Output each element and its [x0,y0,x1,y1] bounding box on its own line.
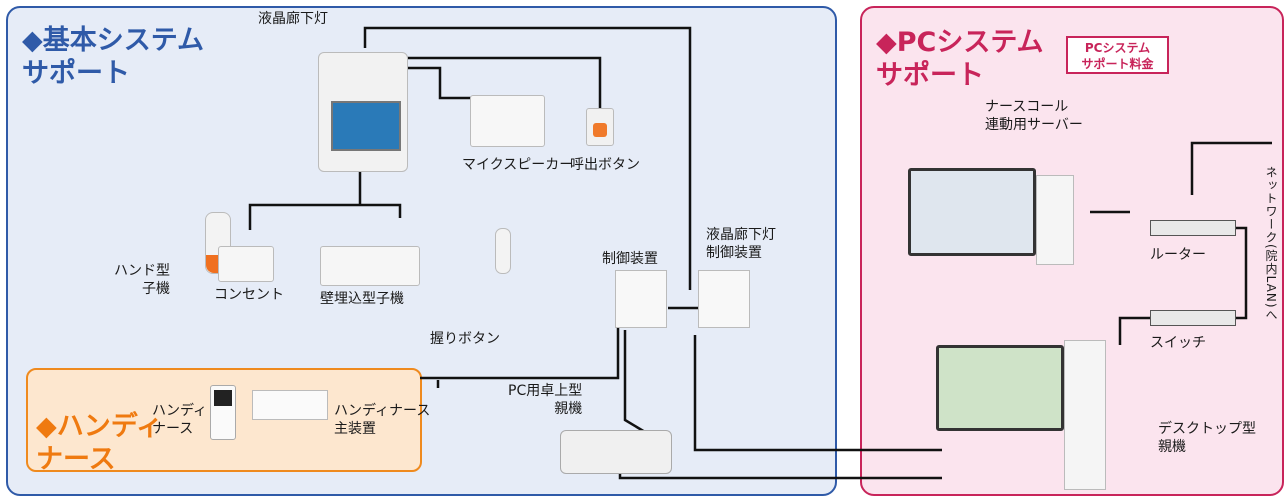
pc-desktop-master-label: PC用卓上型 親機 [508,383,583,417]
handy-main-unit-device [252,390,328,420]
server-tower [1036,175,1074,265]
handy-nurse-heading: ◆ハンディ ナース [36,411,163,475]
wall-handset-device [320,246,420,286]
mic-speaker-label: マイクスピーカー [462,157,574,173]
lcd-light-controller-label: 液晶廊下灯 制御装置 [706,227,776,261]
hand-handset-label: ハンド型 子機 [114,263,170,297]
mic-speaker-device [470,95,545,147]
desktop-master-monitor [936,345,1064,431]
handy-nurse-phone [210,385,236,440]
nurse-call-server-label: ナースコール 連動用サーバー [985,99,1083,133]
pc-system-heading: ◆PCシステム サポート [876,27,1044,91]
handy-main-unit-label: ハンディナース 主装置 [334,403,431,437]
lcd-controller-device [698,270,750,328]
wire-controller-to-master [623,330,656,440]
desktop-master-label: デスクトップ型 親機 [1158,421,1256,455]
wire-lcd-to-outlet [248,203,402,230]
network-lan-label: ネットワーク(院内LAN)へ [1264,166,1278,322]
switch-label: スイッチ [1150,335,1206,351]
lcd-screen [331,101,401,151]
grip-button-device [495,228,511,274]
pc-support-fee-badge: PCシステム サポート料金 [1066,36,1169,74]
wire-lcd-to-call-button [404,56,602,110]
grip-button-label: 握りボタン [430,331,500,347]
outlet-label: コンセント [214,287,284,303]
wall-handset-label: 壁埋込型子機 [320,291,404,307]
switch-device [1150,310,1236,326]
lcd-corridor-light-label: 液晶廊下灯 [258,11,328,27]
pc-desktop-master-device [560,430,672,474]
lcd-corridor-light-device [318,52,408,172]
wire-router-to-switch [1236,226,1248,320]
basic-system-heading: ◆基本システム サポート [22,25,204,89]
server-monitor [908,168,1036,256]
wire-controller-to-handy [420,320,620,380]
call-button-label: 呼出ボタン [570,157,640,173]
wire-lcd-ctrl-to-desktop [693,335,942,452]
handy-nurse-label: ハンディ ナース [152,403,208,437]
wire-router-to-lan [1190,141,1272,195]
controller-label: 制御装置 [602,251,658,267]
controller-device [615,270,667,328]
router-device [1150,220,1236,236]
call-button-device [586,108,614,146]
wire-switch-to-desktop [1118,316,1150,345]
desktop-master-tower [1064,340,1106,490]
handy-nurse-screen [214,390,232,406]
wire-lcd-to-controller [363,26,692,290]
outlet-device [218,246,274,282]
call-button-face [593,123,607,137]
router-label: ルーター [1150,247,1206,263]
wire-lcd-to-mic [404,66,508,100]
